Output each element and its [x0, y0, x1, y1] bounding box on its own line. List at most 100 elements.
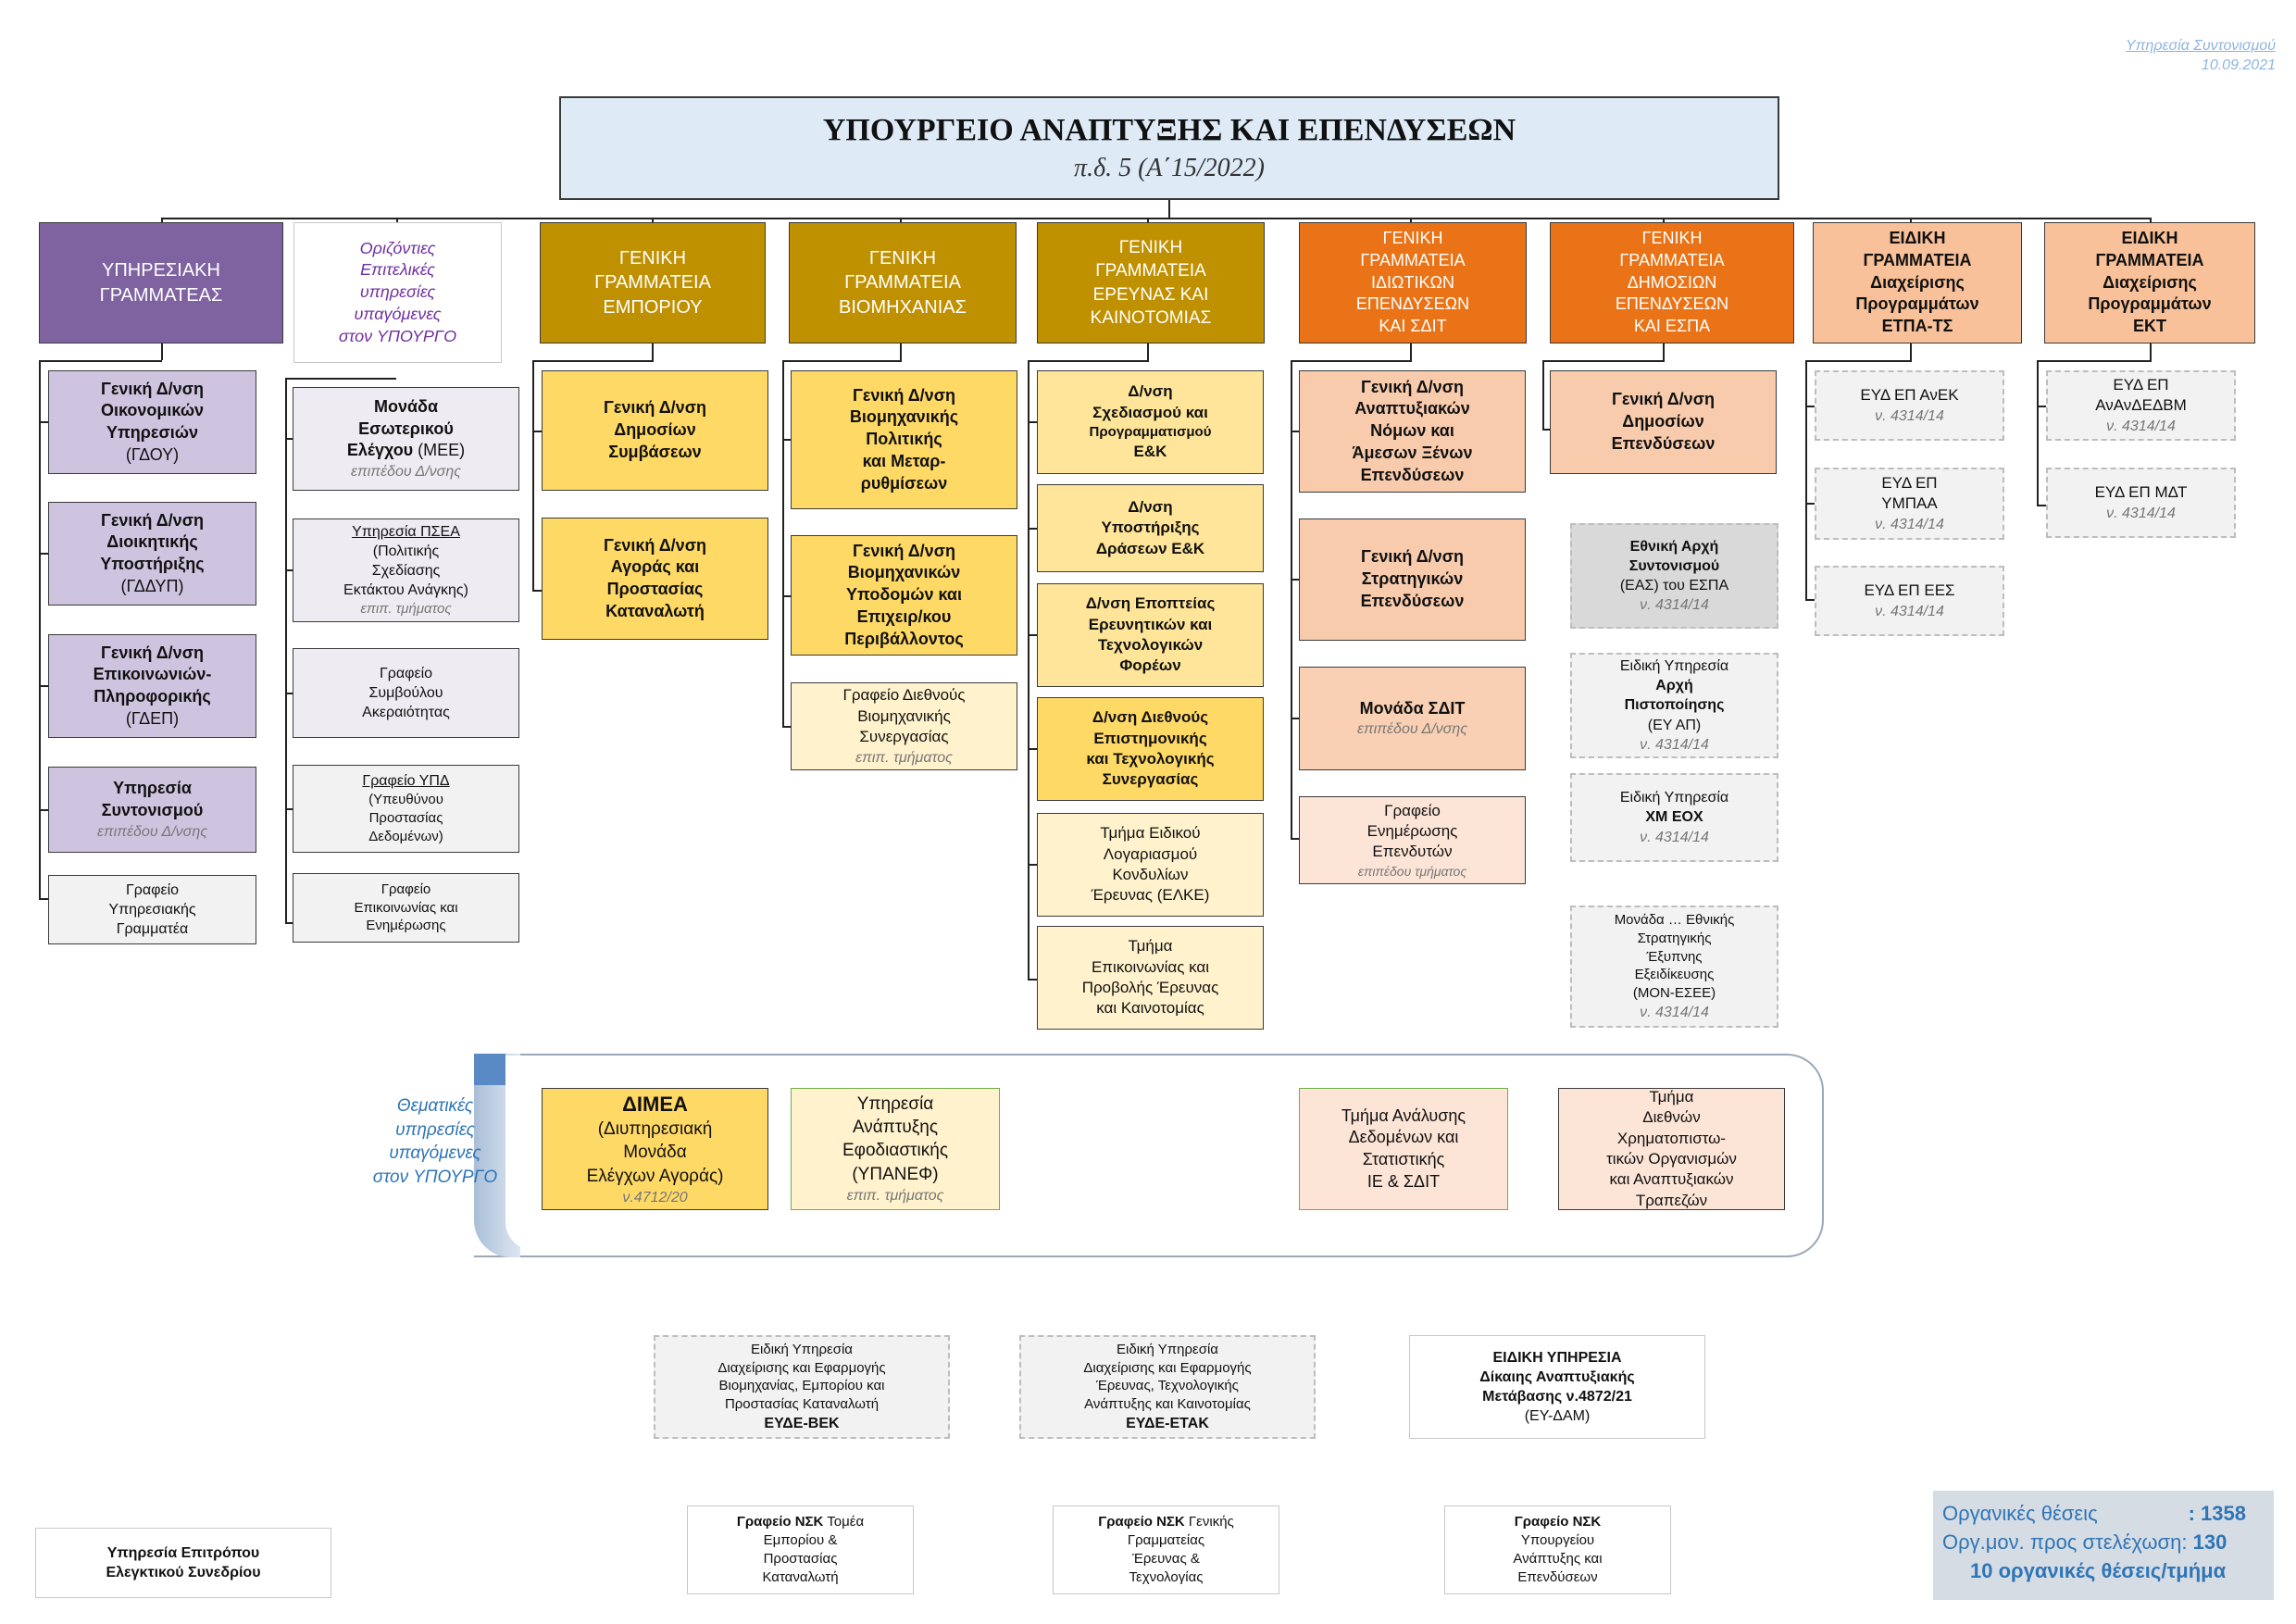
- thematic-band-corner: [474, 1054, 505, 1085]
- unit-line: Άμεσων Ξένων: [1352, 443, 1473, 462]
- unit-line: Σχεδιασμού και: [1092, 403, 1208, 421]
- unit-line: (ΓΔΟΥ): [125, 444, 180, 464]
- unit-line: Δίκαιης Αναπτυξιακής: [1479, 1368, 1635, 1385]
- unit-line: Δράσεων Ε&Κ: [1095, 539, 1205, 557]
- stats-units-label: Οργ.μον. προς στελέχωση:: [1942, 1530, 2188, 1554]
- unit-industrial-policy: Γενική Δ/νση Βιομηχανικής Πολιτικής και …: [791, 370, 1017, 509]
- unit-level: επιπέδου τμήματος: [1357, 863, 1467, 879]
- unit-eyde-vek: Ειδική Υπηρεσία Διαχείρισης και Εφαρμογή…: [654, 1335, 950, 1439]
- unit-law: ν. 4314/14: [2106, 418, 2176, 434]
- connector: [1028, 864, 1037, 866]
- unit-support-rd-actions: Δ/νση Υποστήριξης Δράσεων Ε&Κ: [1037, 484, 1264, 572]
- unit-line: Εφοδιαστικής: [842, 1141, 949, 1161]
- unit-line: Γενική Δ/νση: [101, 643, 204, 662]
- unit-court-of-audit-commissioner: Υπηρεσία Επιτρόπου Ελεγκτικού Συνεδρίου: [35, 1528, 331, 1598]
- unit-eyd-anandevm: ΕΥΔ ΕΠ ΑνΑνΔΕΔΒΜ ν. 4314/14: [2046, 370, 2236, 441]
- unit-line: Επιστημονικής: [1093, 729, 1207, 747]
- unit-line: Έρευνας &: [1132, 1551, 1200, 1567]
- unit-line: Βιομηχανικών: [847, 563, 961, 582]
- unit-law: ν. 4314/14: [1640, 1004, 1709, 1020]
- unit-line: Γενική Δ/νση: [1361, 547, 1464, 567]
- unit-line: Έξυπνης: [1646, 948, 1703, 965]
- unit-law: ν. 4314/14: [2106, 505, 2176, 521]
- unit-line: Επενδύσεων: [1611, 433, 1716, 453]
- unit-strategic-investments: Γενική Δ/νση Στρατηγικών Επενδύσεων: [1299, 518, 1526, 641]
- unit-level: επιπ. τμήματος: [855, 749, 953, 766]
- unit-line: Υποδομών και: [846, 585, 962, 605]
- unit-line: Τομέα: [823, 1514, 865, 1530]
- unit-line: (Πολιτικής: [372, 543, 440, 559]
- unit-line: ΧΜ ΕΟΧ: [1645, 809, 1703, 826]
- unit-line: Υπηρεσία: [113, 779, 192, 798]
- unit-line: Γραμματείας: [1127, 1532, 1205, 1549]
- special-secretariat-erdf-cf-header: ΕΙΔΙΚΗ ΓΡΑΜΜΑΤΕΙΑ Διαχείρισης Προγραμμάτ…: [1813, 222, 2022, 344]
- unit-line: Δημοσίων: [614, 420, 696, 440]
- connector: [1291, 360, 1412, 362]
- ministry-title-box: ΥΠΟΥΡΓΕΙΟ ΑΝΑΠΤΥΞΗΣ ΚΑΙ ΕΠΕΝΔΥΣΕΩΝ π.δ. …: [559, 96, 1779, 200]
- unit-line: Συντονισμού: [101, 800, 204, 819]
- unit-line: Επιχειρ/κου: [856, 606, 952, 626]
- unit-line: Συντονισμού: [1628, 557, 1720, 574]
- unit-line: ΥΜΠΑΑ: [1881, 494, 1938, 513]
- unit-line: Καταναλωτή: [605, 601, 705, 620]
- unit-line: Μονάδα … Εθνικής: [1614, 911, 1735, 928]
- connector: [285, 922, 293, 924]
- unit-line: Ελεγκτικού Συνεδρίου: [106, 1565, 261, 1580]
- unit-nsk-research: Γραφείο ΝΣΚ Γενικής Γραμματείας Έρευνας …: [1053, 1505, 1279, 1594]
- connector: [782, 595, 791, 597]
- unit-level: επιπ. τμήματος: [360, 601, 452, 618]
- horizontal-staff-services-header: Οριζόντιες Επιτελικές υπηρεσίες υπαγόμεν…: [293, 222, 502, 363]
- unit-line: (ΕΥ ΑΠ): [1647, 717, 1702, 733]
- unit-line: Οικονομικών: [100, 401, 205, 420]
- ministry-decree: π.δ. 5 (Α΄15/2022): [1074, 153, 1265, 182]
- head-line: ΓΕΝΙΚΗ: [868, 247, 937, 269]
- unit-eyde-etak: Ειδική Υπηρεσία Διαχείρισης και Εφαρμογή…: [1019, 1335, 1316, 1439]
- unit-line: Διαχείρισης και Εφαρμογής: [718, 1359, 886, 1376]
- unit-line: Τμήμα Ειδικού: [1100, 824, 1201, 843]
- head-line: ΚΑΙ ΕΣΠΑ: [1633, 317, 1711, 336]
- unit-gdou: Γενική Δ/νση Οικονομικών Υπηρεσιών (ΓΔΟΥ…: [48, 370, 256, 474]
- unit-line: Δ/νση Διεθνούς: [1092, 708, 1209, 727]
- head-line: ΕΤΠΑ-ΤΣ: [1881, 317, 1953, 336]
- unit-line: και Καινοτομίας: [1096, 999, 1204, 1018]
- thematic-label-line: υπηρεσίες: [395, 1119, 475, 1140]
- head-line: στον ΥΠΟΥΡΓΟ: [338, 326, 457, 345]
- head-line: Προγραμμάτων: [1855, 294, 1979, 314]
- unit-law: ν.4712/20: [622, 1189, 688, 1206]
- connector: [1663, 218, 1665, 223]
- connector: [900, 218, 902, 223]
- unit-development-laws-fdi: Γενική Δ/νση Αναπτυξιακών Νόμων και Άμεσ…: [1299, 370, 1526, 493]
- unit-eyd-anek: ΕΥΔ ΕΠ ΑνΕΚ ν. 4314/14: [1815, 370, 2004, 441]
- unit-line: Υπηρεσία: [856, 1094, 934, 1115]
- unit-line: Ειδική Υπηρεσία: [1117, 1341, 1218, 1357]
- unit-line: Γενική Δ/νση: [604, 398, 706, 418]
- unit-law: ν. 4314/14: [1640, 597, 1709, 614]
- unit-gdep: Γενική Δ/νση Επικοινωνιών- Πληροφορικής …: [48, 634, 256, 738]
- unit-line: Ειδική Υπηρεσία: [1619, 658, 1729, 675]
- stats-positions-value: : 1358: [2188, 1502, 2246, 1525]
- connector: [532, 431, 542, 432]
- note-date: 10.09.2021: [2201, 56, 2276, 73]
- unit-line: (ΥΠΑΝΕΦ): [852, 1164, 939, 1184]
- unit-market-consumer: Γενική Δ/νση Αγοράς και Προστασίας Καταν…: [542, 518, 768, 640]
- unit-line: Ανάπτυξης: [852, 1118, 939, 1138]
- unit-line: (ΓΔΕΠ): [125, 708, 180, 728]
- unit-line: Γενική Δ/νση: [853, 541, 955, 560]
- unit-line: Γραφείο: [1384, 801, 1441, 819]
- connector: [1028, 528, 1037, 530]
- connector: [285, 378, 287, 924]
- unit-line: Υπηρεσία Επιτρόπου: [106, 1544, 260, 1561]
- unit-line: Ελέγχων Αγοράς): [586, 1166, 724, 1186]
- unit-line: Δεδομένων): [368, 828, 443, 844]
- unit-line: Γενική Δ/νση: [1612, 390, 1715, 409]
- unit-line: Γραφείο Διεθνούς: [842, 686, 966, 705]
- unit-intl-scientific-cooperation: Δ/νση Διεθνούς Επιστημονικής και Τεχνολο…: [1037, 697, 1264, 801]
- head-line: Διαχείρισης: [2103, 272, 2197, 292]
- unit-line: Υπηρεσία ΠΣΕΑ: [352, 523, 460, 540]
- unit-line: Στρατηγικής: [1637, 930, 1712, 946]
- unit-line: Ερευνητικών και: [1088, 615, 1213, 633]
- unit-line: Προστασίας: [606, 580, 704, 598]
- unit-line: Βιομηχανικής: [849, 407, 959, 427]
- unit-line: Καταναλωτή: [762, 1568, 839, 1585]
- head-line: Επιτελικές: [360, 260, 435, 280]
